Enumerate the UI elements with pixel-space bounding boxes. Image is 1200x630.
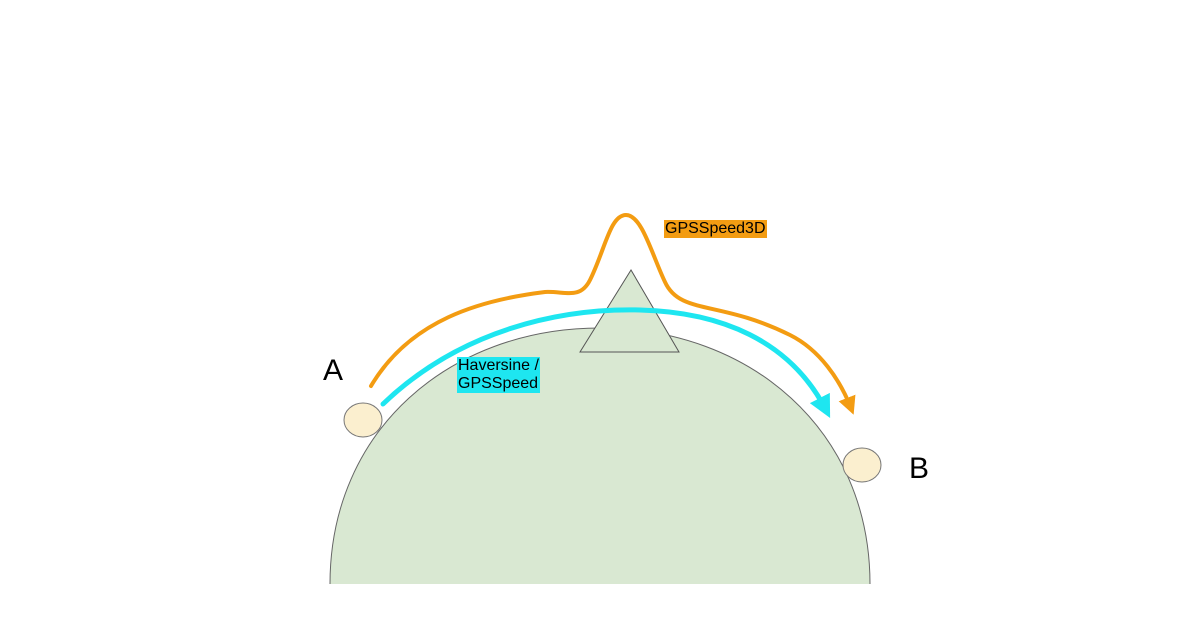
point-a-label: A: [323, 354, 343, 387]
endpoint-b-marker: [843, 448, 881, 482]
haversine-path: [380, 307, 831, 419]
haversine-tag-line1: Haversine /: [457, 357, 540, 375]
point-b-label: B: [909, 452, 929, 485]
gps-speed-3d-tag-text: GPSSpeed3D: [664, 220, 767, 238]
earth-surface: [330, 328, 870, 584]
gps-speed-3d-path: [369, 213, 856, 415]
endpoint-b-outline: [842, 447, 882, 483]
endpoint-a-outline: [343, 402, 383, 438]
haversine-tag: Haversine / GPSSpeed: [457, 357, 540, 393]
gps-speed-3d-tag: GPSSpeed3D: [664, 220, 767, 238]
endpoint-a-marker: [344, 403, 382, 437]
haversine-tag-line2: GPSSpeed: [457, 375, 540, 393]
